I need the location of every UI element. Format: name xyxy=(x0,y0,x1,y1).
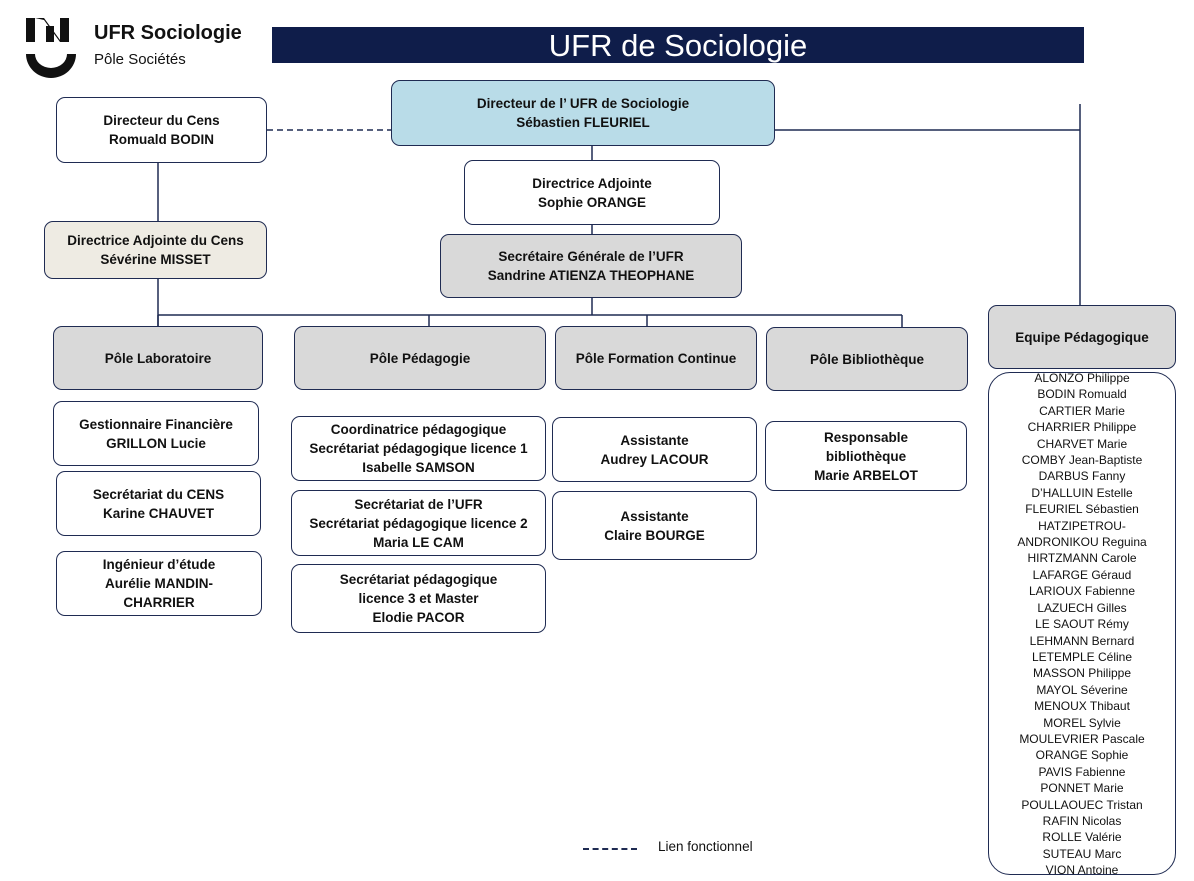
equipe-pedagogique: Equipe Pédagogique xyxy=(988,305,1176,369)
node-lab-secretariat: Secrétariat du CENS Karine CHAUVET xyxy=(56,471,261,536)
team-member: POULLAOUEC Tristan xyxy=(1021,797,1143,812)
node-role: Secrétariat du CENS xyxy=(92,486,225,502)
node-bib-manager: Responsable bibliothèque Marie ARBELOT xyxy=(765,421,967,491)
pole-label: Equipe Pédagogique xyxy=(1015,329,1149,345)
logo-subtitle: Pôle Sociétés xyxy=(94,51,186,68)
team-member: SUTEAU Marc xyxy=(1042,846,1122,861)
node-role: Directeur de l’ UFR de Sociologie xyxy=(476,96,690,111)
pole-bibliotheque: Pôle Bibliothèque xyxy=(766,327,968,391)
node-role: Secrétariat pédagogique licence 1 xyxy=(309,441,528,456)
node-role: Secrétariat pédagogique licence 2 xyxy=(309,515,528,531)
team-member: LETEMPLE Céline xyxy=(1031,649,1133,664)
team-member: CARTIER Marie xyxy=(1039,403,1125,418)
node-role: Secrétariat pédagogique xyxy=(339,572,498,587)
node-person: Sévérine MISSET xyxy=(100,252,211,267)
node-person: GRILLON Lucie xyxy=(106,435,206,451)
node-role: Responsable xyxy=(823,429,909,445)
team-member: MENOUX Thibaut xyxy=(1034,699,1130,714)
node-role: Directeur du Cens xyxy=(103,113,220,128)
team-member: LAZUECH Gilles xyxy=(1037,600,1127,615)
node-lab-engineer: Ingénieur d’étude Aurélie MANDIN- CHARRI… xyxy=(56,551,262,616)
team-member: CHARRIER Philippe xyxy=(1027,420,1137,435)
node-ufr-director: Directeur de l’ UFR de Sociologie Sébast… xyxy=(391,80,775,146)
university-logo-icon xyxy=(26,18,76,78)
pole-label: Pôle Bibliothèque xyxy=(809,351,924,367)
node-secretary-general: Secrétaire Générale de l’UFR Sandrine AT… xyxy=(440,234,742,298)
node-person: Elodie PACOR xyxy=(372,610,465,625)
team-member: FLEURIEL Sébastien xyxy=(1025,502,1139,517)
pole-label: Pôle Pédagogie xyxy=(369,350,471,366)
node-person: Karine CHAUVET xyxy=(102,505,215,521)
team-member: LARIOUX Fabienne xyxy=(1028,584,1136,599)
node-role: bibliothèque xyxy=(825,448,907,464)
team-member: COMBY Jean-Baptiste xyxy=(1021,453,1143,468)
node-person: CHARRIER xyxy=(123,595,195,610)
node-role: Coordinatrice pédagogique xyxy=(330,422,507,437)
node-cens-director: Directeur du Cens Romuald BODIN xyxy=(56,97,267,163)
node-fc-assistant-2: Assistante Claire BOURGE xyxy=(552,491,757,560)
node-ped-secretariat-l3: Secrétariat pédagogique licence 3 et Mas… xyxy=(291,564,546,633)
pole-laboratoire: Pôle Laboratoire xyxy=(53,326,263,390)
team-member: CHARVET Marie xyxy=(1036,436,1128,451)
team-member: ORANGE Sophie xyxy=(1035,748,1129,763)
node-person: Romuald BODIN xyxy=(108,132,214,147)
node-lab-finance: Gestionnaire Financière GRILLON Lucie xyxy=(53,401,259,466)
team-member: RAFIN Nicolas xyxy=(1042,813,1122,828)
pole-pedagogie: Pôle Pédagogie xyxy=(294,326,546,390)
team-member: MAYOL Séverine xyxy=(1036,682,1128,697)
team-member: ALONZO Philippe xyxy=(1034,371,1130,385)
team-member: ROLLE Valérie xyxy=(1042,830,1122,845)
node-role: Assistante xyxy=(620,432,689,448)
node-person: Aurélie MANDIN- xyxy=(104,576,213,591)
team-member: PONNET Marie xyxy=(1040,781,1124,796)
node-person: Claire BOURGE xyxy=(604,527,705,543)
node-person: Audrey LACOUR xyxy=(600,451,709,467)
team-member: MASSON Philippe xyxy=(1032,666,1132,681)
legend-functional-link: Lien fonctionnel xyxy=(658,839,753,854)
pole-label: Pôle Laboratoire xyxy=(104,350,212,366)
node-role: licence 3 et Master xyxy=(358,591,479,606)
node-person: Sophie ORANGE xyxy=(537,194,646,210)
legend-dashed-line-icon xyxy=(583,848,637,850)
node-role: Secrétariat de l’UFR xyxy=(354,496,483,512)
node-cens-deputy: Directrice Adjointe du Cens Sévérine MIS… xyxy=(44,221,267,279)
team-member: BODIN Romuald xyxy=(1037,387,1127,402)
node-person: Maria LE CAM xyxy=(373,534,464,550)
team-member: MOREL Sylvie xyxy=(1043,715,1121,730)
node-ped-coordinator: Coordinatrice pédagogique Secrétariat pé… xyxy=(291,416,546,481)
logo-title: UFR Sociologie xyxy=(94,22,242,44)
node-person: Marie ARBELOT xyxy=(814,467,918,483)
team-member: VION Antoine xyxy=(1045,863,1119,878)
team-member: PAVIS Fabienne xyxy=(1038,764,1126,779)
node-role: Directrice Adjointe xyxy=(532,175,652,191)
node-role: Ingénieur d’étude xyxy=(102,557,216,572)
page-title-banner: UFR de Sociologie xyxy=(272,27,1084,63)
node-ped-secretariat-ufr: Secrétariat de l’UFR Secrétariat pédagog… xyxy=(291,490,546,556)
pole-label: Pôle Formation Continue xyxy=(575,350,737,366)
team-member: LE SAOUT Rémy xyxy=(1035,617,1129,632)
node-role: Assistante xyxy=(620,508,689,524)
node-deputy-director: Directrice Adjointe Sophie ORANGE xyxy=(464,160,720,225)
node-role: Gestionnaire Financière xyxy=(79,416,233,432)
pole-formation-continue: Pôle Formation Continue xyxy=(555,326,757,390)
node-fc-assistant-1: Assistante Audrey LACOUR xyxy=(552,417,757,482)
team-member: LAFARGE Géraud xyxy=(1032,567,1132,582)
team-members-panel xyxy=(988,372,1176,875)
node-person: Isabelle SAMSON xyxy=(362,460,475,475)
team-member: DARBUS Fanny xyxy=(1038,469,1126,484)
node-person: Sébastien FLEURIEL xyxy=(516,115,650,130)
team-member: MOULEVRIER Pascale xyxy=(1019,731,1145,746)
team-member: HATZIPETROU- xyxy=(1038,518,1126,533)
node-role: Secrétaire Générale de l’UFR xyxy=(498,249,684,264)
team-member: HIRTZMANN Carole xyxy=(1027,551,1137,566)
team-member: ANDRONIKOU Reguina xyxy=(1017,535,1147,550)
node-person: Sandrine ATIENZA THEOPHANE xyxy=(487,268,695,283)
team-member: LEHMANN Bernard xyxy=(1029,633,1135,648)
node-role: Directrice Adjointe du Cens xyxy=(67,233,244,248)
team-member: D’HALLUIN Estelle xyxy=(1031,485,1133,500)
